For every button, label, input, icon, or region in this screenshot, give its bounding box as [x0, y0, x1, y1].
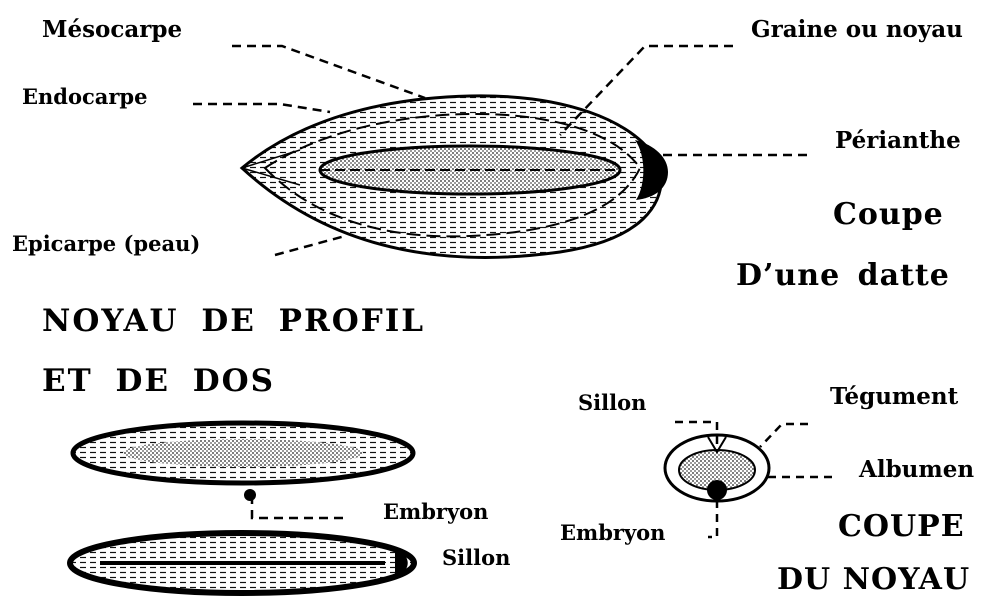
endocarpe-label: Endocarpe [22, 86, 147, 107]
pit-profile-title-line1: NOYAU DE PROFIL [42, 306, 425, 337]
date-title-line2: D’une datte [736, 261, 950, 291]
mesocarpe-label: Mésocarpe [42, 18, 182, 41]
cross-section-embryo [707, 480, 727, 500]
pit-cross-section-illustration [665, 435, 769, 501]
pit-sillon-label: Sillon [442, 547, 510, 568]
embryon-leader [252, 495, 348, 518]
pit-leader-lines [252, 495, 348, 518]
cross-albumen-label: Albumen [859, 458, 974, 481]
pit-profile-title-line2: ET DE DOS [42, 366, 275, 397]
epicarpe-label: Epicarpe (peau) [12, 233, 200, 254]
endocarpe-leader [193, 104, 330, 112]
pit-embryon-label: Embryon [383, 501, 488, 522]
date-fruit-illustration [242, 96, 668, 258]
epicarpe-leader [275, 236, 345, 255]
graine-label: Graine ou noyau [751, 18, 963, 41]
mesocarpe-leader [232, 46, 425, 98]
embryon-cs-leader [708, 500, 717, 537]
cross-sillon-label: Sillon [578, 392, 646, 413]
cross-tegument-label: Tégument [830, 385, 958, 408]
cross-title-line1: COUPE [838, 512, 965, 542]
date-title-line1: Coupe [833, 200, 944, 230]
perianthe-label: Périanthe [835, 129, 961, 152]
cross-title-line2: DU NOYAU [777, 565, 970, 595]
tegument-leader [760, 424, 808, 447]
pit-profile-illustration [70, 423, 414, 593]
pit-embryo-dot [244, 489, 256, 501]
cross-embryon-label: Embryon [560, 522, 665, 543]
